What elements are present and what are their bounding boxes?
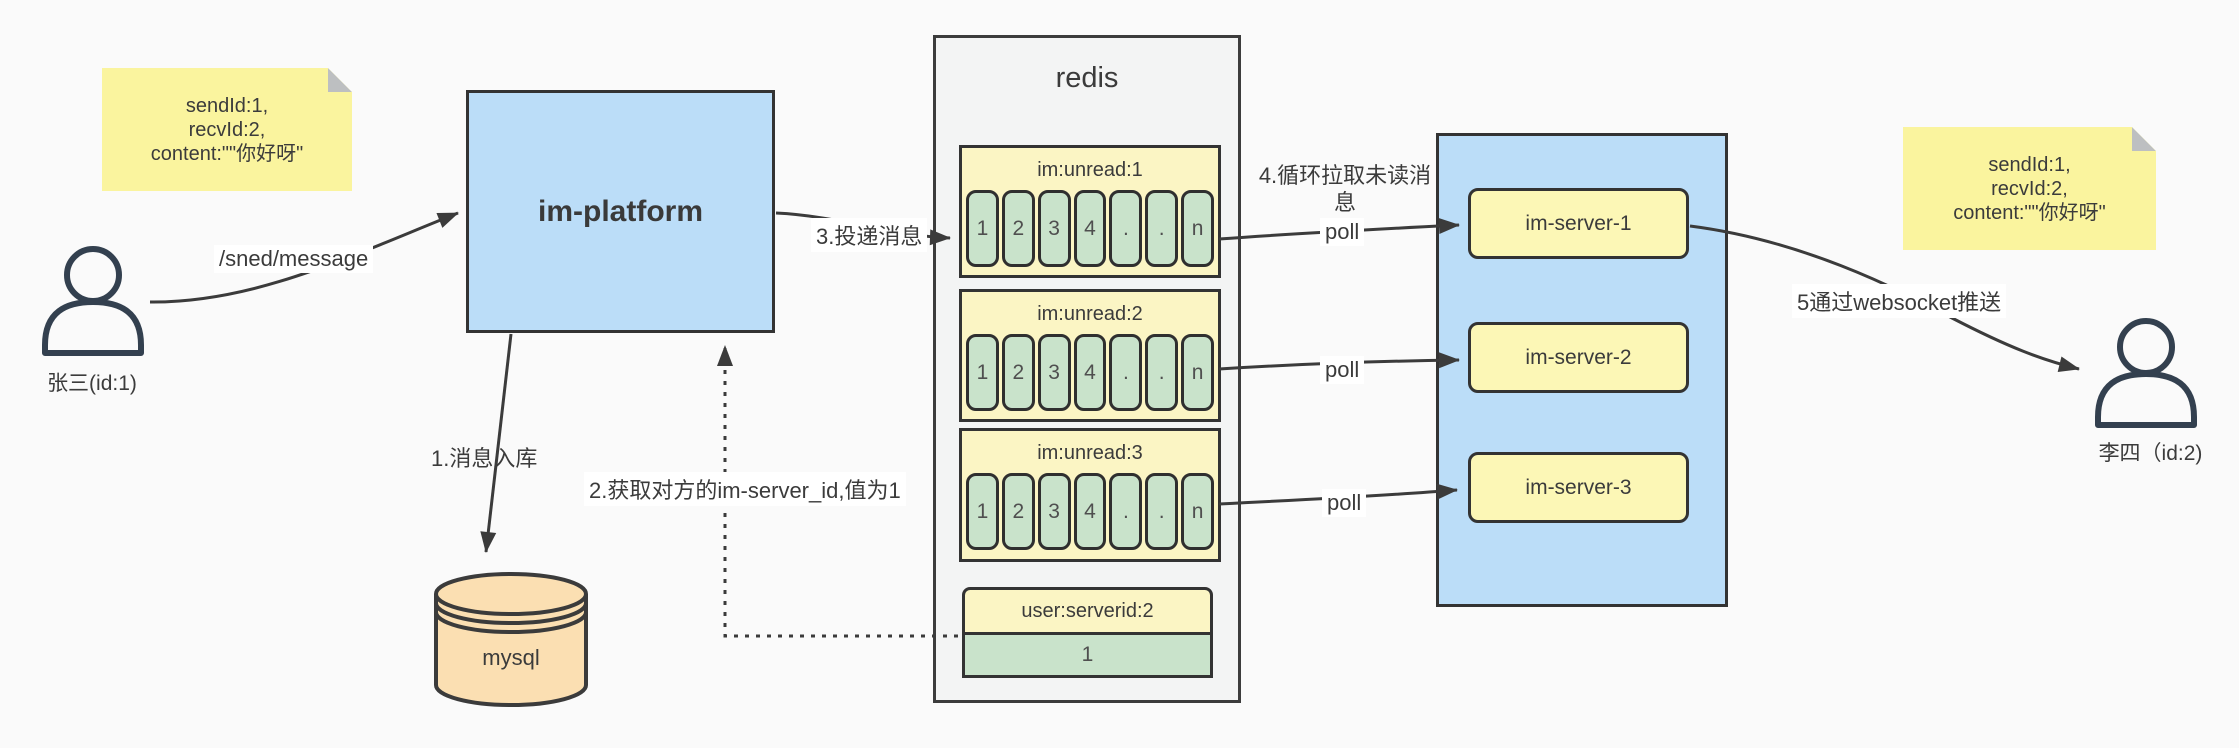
actor-receiver-label: 李四（id:2) (2098, 442, 2203, 465)
edge-label-lookup: 2.获取对方的im-server_id,值为1 (584, 472, 906, 506)
sticky-note-sender: sendId:1, recvId:2, content:""你好呀" (102, 68, 352, 191)
queue-cell: n (1181, 473, 1215, 550)
queue-cells: 1 2 3 4 . . n (966, 190, 1215, 267)
redis-queue-unread-2: im:unread:2 1 2 3 4 . . n (959, 289, 1221, 422)
redis-container: redis im:unread:1 1 2 3 4 . . n im:unrea… (933, 35, 1241, 703)
edge-label-store: 1.消息入库 (431, 446, 538, 471)
queue-cell: 3 (1037, 190, 1071, 267)
queue-cell: 4 (1073, 334, 1107, 411)
map-value: 1 (962, 632, 1213, 678)
queue-title: im:unread:1 (1037, 159, 1143, 181)
queue-cell: . (1109, 473, 1143, 550)
queue-cell: 2 (1001, 473, 1035, 550)
edge-label-pull: 4.循环拉取未读消息 (1258, 163, 1432, 215)
user-serverid-map: user:serverid:2 1 (962, 587, 1213, 678)
note-line: content:""你好呀" (1953, 201, 2106, 224)
queue-cell: . (1145, 334, 1179, 411)
im-platform-node: im-platform (466, 90, 775, 333)
queue-cells: 1 2 3 4 . . n (966, 473, 1215, 550)
note-line: content:""你好呀" (150, 142, 304, 165)
note-line: recvId:2, (188, 118, 266, 141)
queue-cell: 4 (1073, 190, 1107, 267)
queue-cell: 3 (1037, 473, 1071, 550)
queue-cells: 1 2 3 4 . . n (966, 334, 1215, 411)
sticky-note-receiver: sendId:1, recvId:2, content:""你好呀" (1903, 127, 2156, 250)
redis-queue-unread-3: im:unread:3 1 2 3 4 . . n (959, 428, 1221, 562)
queue-cell: 1 (966, 334, 999, 411)
edge-label-poll-2: poll (1320, 356, 1365, 384)
redis-queue-unread-1: im:unread:1 1 2 3 4 . . n (959, 145, 1221, 278)
edge-label-poll-3: poll (1322, 489, 1367, 517)
mysql-label: mysql (482, 645, 540, 670)
note-line: sendId:1, (1988, 153, 2071, 176)
mysql-database-icon (434, 572, 588, 707)
queue-cell: . (1109, 190, 1143, 267)
queue-cell: 1 (966, 473, 999, 550)
queue-title: im:unread:3 (1037, 442, 1143, 464)
note-fold-icon (328, 68, 352, 92)
im-server-2-node: im-server-2 (1468, 322, 1689, 393)
queue-cell: 2 (1001, 334, 1035, 411)
queue-cell: n (1181, 190, 1215, 267)
redis-title: redis (1055, 62, 1119, 94)
person-icon (42, 246, 144, 356)
queue-cell: 3 (1037, 334, 1071, 411)
im-server-3-node: im-server-3 (1468, 452, 1689, 523)
queue-cell: . (1145, 473, 1179, 550)
edge-label-poll-1: poll (1320, 218, 1365, 246)
person-icon (2095, 318, 2197, 428)
im-server-cluster: im-server-1 im-server-2 im-server-3 (1436, 133, 1728, 607)
edge-label-deliver: 3.投递消息 (811, 218, 928, 252)
edge-label-send: /sned/message (214, 245, 374, 273)
im-platform-label: im-platform (538, 194, 703, 228)
queue-cell: n (1181, 334, 1215, 411)
map-title: user:serverid:2 (962, 587, 1213, 632)
queue-cell: 1 (966, 190, 999, 267)
queue-title: im:unread:2 (1037, 303, 1143, 325)
actor-sender-label: 张三(id:1) (47, 372, 137, 395)
edge-label-push: 5通过websocket推送 (1792, 284, 2007, 318)
note-line: recvId:2, (1991, 177, 2068, 200)
queue-cell: 2 (1001, 190, 1035, 267)
note-line: sendId:1, (185, 94, 269, 117)
queue-cell: . (1145, 190, 1179, 267)
queue-cell: . (1109, 334, 1143, 411)
note-fold-icon (2132, 127, 2156, 151)
queue-cell: 4 (1073, 473, 1107, 550)
im-server-1-node: im-server-1 (1468, 188, 1689, 259)
